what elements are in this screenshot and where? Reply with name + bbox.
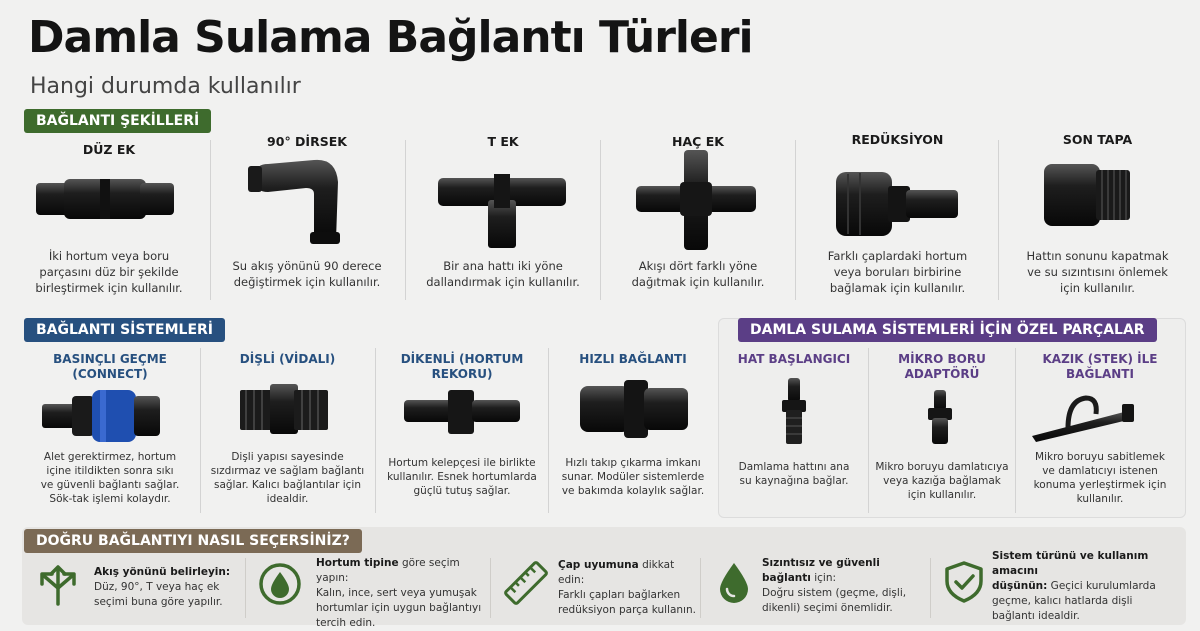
elbow-coupling-image [248, 159, 340, 244]
page-title: Damla Sulama Bağlantı Türleri [28, 12, 754, 63]
tip-system-type: Sistem türünü ve kullanım amacını düşünü… [992, 550, 1156, 622]
quick-connector-image [580, 380, 688, 438]
section-heading-special: DAMLA SULAMA SİSTEMLERİ İÇİN ÖZEL PARÇAL… [738, 318, 1157, 342]
special-card-stake: KAZIK (STEK) İLE BAĞLANTI [1042, 352, 1158, 381]
direction-arrows-icon [40, 565, 76, 606]
tip-leak-free: Sızıntısız ve güvenli bağlantı için: Doğ… [762, 557, 907, 614]
shape-desc-elbow: Su akış yönünü 90 derece değiştirmek içi… [232, 259, 382, 289]
shape-desc-straight: İki hortum veya boru parçasını düz bir ş… [35, 249, 183, 295]
tip-diameter: Çap uyumuna dikkat edin: Farklı çapları … [558, 559, 696, 616]
micro-tube-adapter-image [928, 390, 952, 444]
shape-desc-tee: Bir ana hattı iki yöne dallandırmak için… [426, 259, 580, 289]
shape-card-reducer: REDÜKSİYON [851, 132, 944, 147]
shape-card-endcap: SON TAPA [1062, 132, 1133, 147]
end-cap-image [1044, 164, 1130, 226]
shape-desc-reducer: Farklı çaplardaki hortum veya boruları b… [827, 249, 968, 295]
card-title: DÜZ EK [82, 142, 136, 157]
system-card-threaded: DİŞLİ (VİDALI) [239, 352, 336, 366]
tip-hose-type: Hortum tipine göre seçim yapın: Kalın, i… [316, 557, 482, 629]
system-desc-barbed: Hortum kelepçesi ile birlikte kullanılır… [387, 457, 537, 497]
shield-check-icon [945, 561, 983, 603]
special-desc-micro-adapter: Mikro boruyu damlatıcıya veya kazığa bağ… [875, 461, 1009, 501]
special-card-micro-adapter: MİKRO BORU ADAPTÖRÜ [898, 352, 986, 381]
system-card-barbed: DİKENLİ (HORTUM REKORU) [400, 352, 524, 381]
cross-coupling-image [636, 150, 756, 250]
section-heading-guide: DOĞRU BAĞLANTIYI NASIL SEÇERSİNİZ? [24, 529, 362, 553]
shape-card-straight: DÜZ EK [14, 142, 204, 157]
reducer-coupling-image [836, 172, 958, 236]
shape-card-elbow: 90° DİRSEK [267, 134, 347, 149]
section-heading-systems: BAĞLANTI SİSTEMLERİ [24, 318, 225, 342]
ruler-icon [504, 561, 548, 605]
shape-card-tee: T EK [487, 134, 519, 149]
stake-connector-image [1032, 395, 1134, 442]
section-heading-shapes: BAĞLANTI ŞEKİLLERİ [24, 109, 212, 133]
line-start-fitting-image [782, 378, 806, 444]
tip-flow-direction: Akış yönünü belirleyin: Düz, 90°, T veya… [94, 566, 231, 608]
shape-desc-cross: Akışı dört farklı yöne dağıtmak için kul… [631, 259, 765, 289]
push-fit-connector-image [42, 390, 160, 442]
special-card-line-start: HAT BAŞLANGICI [737, 352, 851, 366]
barbed-connector-image [404, 390, 520, 434]
system-desc-threaded: Dişli yapısı sayesinde sızdırmaz ve sağl… [210, 451, 365, 505]
system-desc-push: Alet gerektirmez, hortum içine itildikte… [40, 451, 180, 505]
system-card-push: BASINÇLI GEÇME (CONNECT) [53, 352, 167, 381]
shape-desc-endcap: Hattın sonunu kapatmak ve su sızıntısını… [1026, 249, 1169, 295]
water-drop-circle-icon [259, 563, 301, 605]
system-desc-quick: Hızlı takıp çıkarma imkanı sunar. Modüle… [561, 457, 705, 497]
special-desc-line-start: Damlama hattını ana su kaynağına bağlar. [738, 461, 850, 487]
system-card-quick: HIZLI BAĞLANTI [579, 352, 687, 366]
tee-coupling-image [438, 174, 566, 248]
water-drop-icon [720, 563, 748, 603]
special-desc-stake: Mikro boruyu sabitlemek ve damlatıcıyı i… [1033, 451, 1167, 505]
page-subtitle: Hangi durumda kullanılır [30, 74, 301, 99]
threaded-connector-image [240, 384, 328, 434]
straight-coupling-image [36, 179, 174, 219]
shape-card-cross: HAÇ EK [672, 134, 724, 149]
